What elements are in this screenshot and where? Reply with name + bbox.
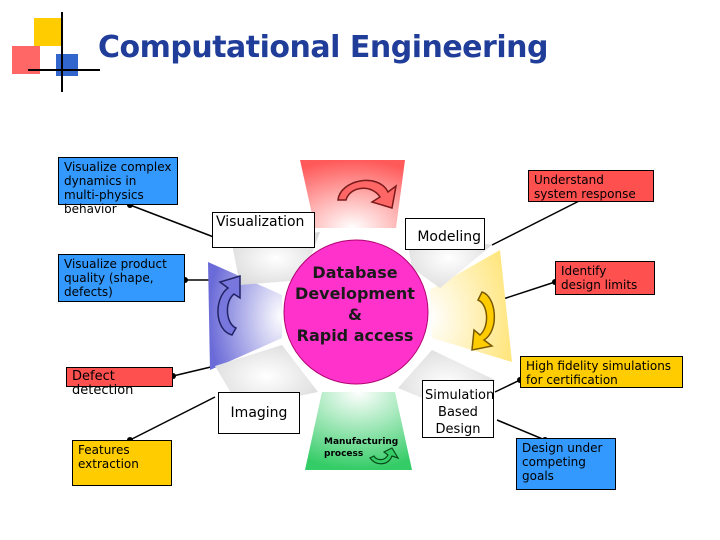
hub-line-1: Database <box>312 263 398 282</box>
defect-box: Defect detection <box>66 367 173 398</box>
arrow-icon <box>217 274 241 336</box>
logo-squares <box>12 12 100 92</box>
page-title: Computational Engineering <box>98 30 548 65</box>
manufacturing-petal <box>305 392 412 470</box>
hub-line-4: Rapid access <box>296 326 414 345</box>
high-fidelity-box: High fidelity simulations for certificat… <box>520 356 683 388</box>
visualize-product-box: Visualize product quality (shape, defect… <box>58 254 185 302</box>
modeling-label: Modeling <box>405 218 485 250</box>
arrow-icon <box>369 447 400 465</box>
visualize-complex-box: Visualize complex dynamics in multi-phys… <box>58 157 178 216</box>
hub-line-2: Development <box>295 284 415 303</box>
modeling-petal <box>430 250 512 362</box>
simulation-label: Simulation Based Design <box>422 380 494 438</box>
features-box: Features extraction <box>72 440 172 486</box>
connector-lines <box>129 197 586 441</box>
visualization-label: Visualization <box>212 212 315 248</box>
arrow-icon <box>337 179 398 209</box>
visualization-petal <box>300 160 405 228</box>
database-hub <box>283 239 429 385</box>
manufacturing-label: Manufacturing process <box>324 437 399 459</box>
identify-box: Identify design limits <box>555 261 655 295</box>
hub-text: Database Development & Rapid access <box>285 262 425 346</box>
understand-box: Understand system response <box>528 170 654 202</box>
design-under-box: Design under competing goals <box>516 438 616 490</box>
hub-line-3: & <box>348 305 362 324</box>
imaging-label: Imaging <box>218 392 300 434</box>
arrow-icon <box>471 291 496 351</box>
